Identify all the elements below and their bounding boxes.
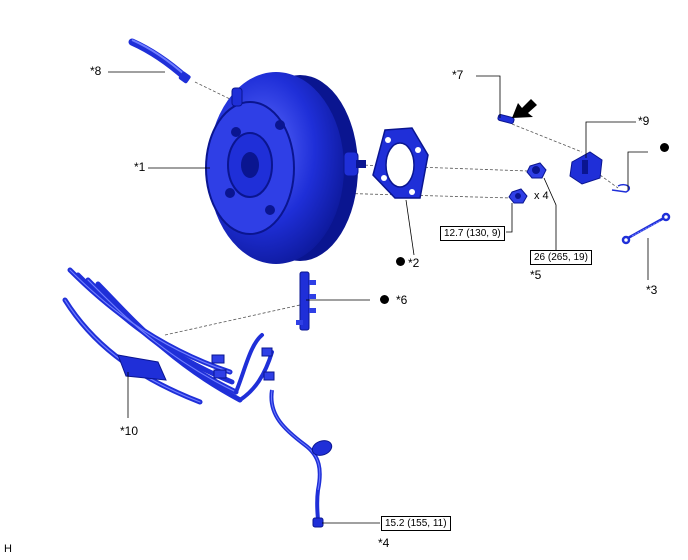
- callout-10: *10: [120, 424, 139, 438]
- hold-circle-icon: [660, 143, 669, 152]
- vacuum-hose: [128, 38, 191, 84]
- quantity-label: x 4: [534, 190, 549, 202]
- gasket: [372, 127, 429, 199]
- clevis: [569, 151, 603, 185]
- brake-line-clamp: [117, 347, 275, 381]
- nut-small: [508, 188, 528, 204]
- nut-large: [526, 162, 547, 179]
- arrow-icon: [512, 99, 537, 118]
- callout-5: *5: [530, 268, 542, 282]
- torque-spec-nut: 12.7 (130, 9): [440, 226, 505, 241]
- callout-2: *2: [408, 256, 420, 270]
- callout-4: *4: [378, 536, 390, 550]
- clip: [611, 183, 630, 193]
- brake-booster: [205, 72, 366, 264]
- torque-spec-brake-tube: 15.2 (155, 11): [381, 516, 451, 531]
- callout-8: *8: [90, 64, 102, 78]
- figure-code: H: [4, 543, 12, 555]
- brake-tube: [269, 389, 333, 528]
- pin: [497, 113, 515, 125]
- brake-lines: [62, 267, 274, 405]
- torque-spec-clevis-nut: 26 (265, 19): [530, 250, 592, 265]
- callout-7: *7: [452, 68, 464, 82]
- leader-lines: [108, 71, 649, 524]
- hold-circle-icon: [380, 295, 389, 304]
- brake-line-bracket: [296, 271, 316, 331]
- callout-1: *1: [134, 160, 146, 174]
- callout-9: *9: [638, 114, 650, 128]
- hold-circle-icon: [396, 257, 405, 266]
- callout-6: *6: [396, 293, 408, 307]
- return-spring: [621, 212, 671, 245]
- callout-3: *3: [646, 283, 658, 297]
